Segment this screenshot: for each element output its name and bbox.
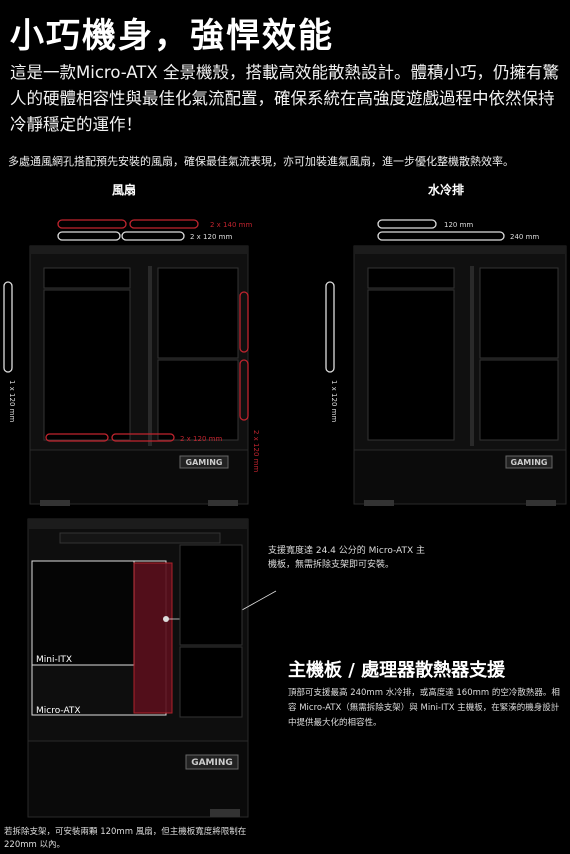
micro-atx-label: Micro-ATX	[36, 706, 81, 716]
top-fan-slot-140-right	[129, 219, 199, 229]
gaming-badge: GAMING	[511, 458, 548, 467]
bottom-fan-label: 2 x 120 mm	[180, 435, 222, 443]
fan-case-diagram: 2 x 140 mm 2 x 120 mm GAMING 1 x 120 mm …	[3, 219, 260, 506]
top-fan-slot-120-left	[57, 231, 121, 241]
bracket-removal-note: 若拆除支架，可安裝兩顆 120mm 風扇，但主機板寬度將限制在 220mm 以內…	[4, 827, 247, 850]
rear-radiator-slot	[325, 281, 335, 373]
bottom-fan-slot-left	[45, 433, 109, 442]
motherboard-case-diagram: Mini-ITX Micro-ATX GAMING	[27, 518, 277, 818]
mini-itx-outline	[31, 560, 135, 666]
mini-itx-label: Mini-ITX	[36, 655, 72, 665]
gaming-badge: GAMING	[191, 758, 233, 768]
rear-fan-slot	[3, 281, 13, 373]
water-column-title: 水冷排	[428, 183, 465, 197]
gaming-badge: GAMING	[186, 458, 223, 467]
page-title: 小巧機身，強悍效能	[10, 16, 334, 56]
side-fan-slot-bottom	[239, 359, 249, 421]
psu-shroud	[27, 740, 249, 818]
top-radiator-120-label: 120 mm	[444, 221, 473, 229]
motherboard-section-title: 主機板 / 處理器散熱器支援	[288, 660, 506, 681]
top-fan-label-120: 2 x 120 mm	[190, 233, 232, 241]
motherboard-cutout	[367, 289, 455, 441]
water-case-diagram: 120 mm 240 mm GAMING 1 x 120 mm	[325, 219, 567, 506]
side-fan-label: 2 x 120 mm	[252, 430, 260, 472]
support-bracket	[133, 562, 173, 714]
top-fan-slot-140-left	[57, 219, 127, 229]
top-radiator-120-slot	[377, 219, 437, 229]
intro-paragraph: 這是一款Micro-ATX 全景機殼，搭載高效能散熱設計。體積小巧，仍擁有驚人的…	[10, 63, 559, 134]
top-fan-label-140: 2 x 140 mm	[210, 221, 252, 229]
bottom-fan-slot-right	[111, 433, 175, 442]
motherboard-cutout	[43, 289, 131, 441]
fan-column-title: 風扇	[112, 183, 137, 197]
top-radiator-240-label: 240 mm	[510, 233, 539, 241]
top-radiator-240-slot	[377, 231, 505, 241]
airflow-description: 多處通風網孔搭配預先安裝的風扇，確保最佳氣流表現，亦可加裝進氣風扇，進一步優化整…	[8, 155, 514, 168]
side-fan-slot-top	[239, 291, 249, 353]
motherboard-support-note: 支援寬度達 24.4 公分的 Micro-ATX 主機板，無需拆除支架即可安裝。	[268, 546, 426, 570]
top-fan-slot-120-right	[121, 231, 185, 241]
rear-fan-label: 1 x 120 mm	[8, 380, 16, 422]
rear-radiator-label: 1 x 120 mm	[330, 380, 338, 422]
motherboard-section-description: 頂部可支援最高 240mm 水冷排，或高度達 160mm 的空冷散熱器。相容 M…	[288, 688, 560, 728]
